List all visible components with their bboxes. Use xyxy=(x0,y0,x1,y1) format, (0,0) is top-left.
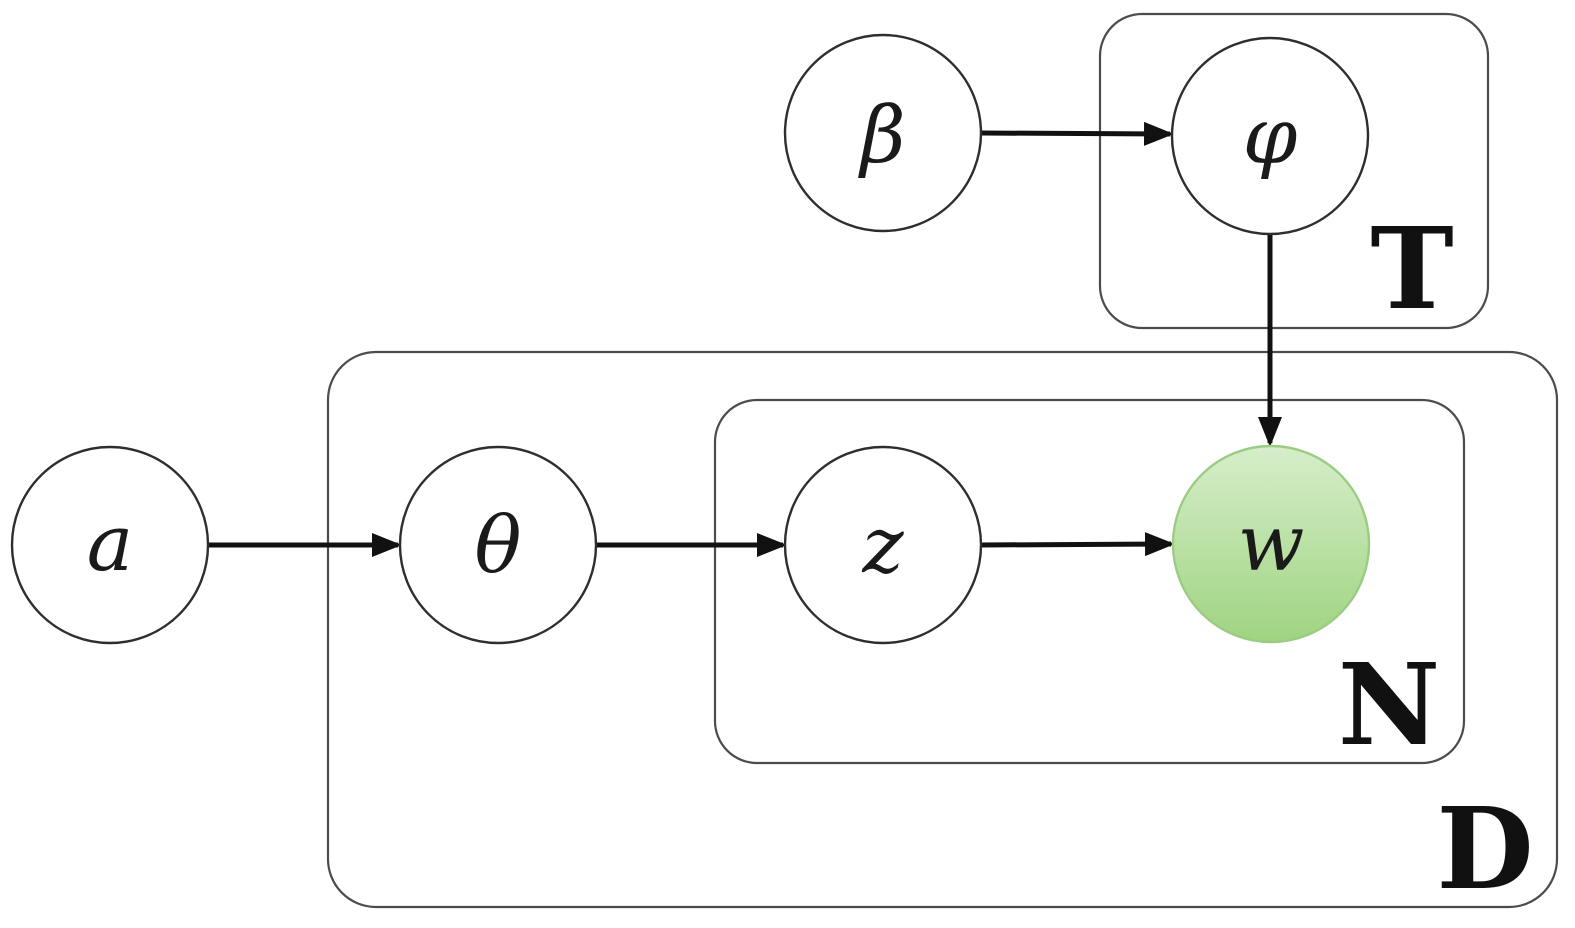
node-phi-label: φ xyxy=(1243,92,1298,182)
plate-N-label: N xyxy=(1338,640,1440,771)
node-a: a xyxy=(10,445,210,645)
node-beta-circle xyxy=(783,33,983,233)
node-theta-circle xyxy=(398,445,598,645)
node-beta-label: β xyxy=(857,91,905,181)
node-z-label: z xyxy=(861,501,904,591)
plate-N xyxy=(713,398,1466,765)
node-w: w xyxy=(1171,444,1371,644)
node-a-label: a xyxy=(87,499,134,589)
node-theta-label: θ xyxy=(475,501,522,591)
node-theta: θ xyxy=(398,445,598,645)
node-phi: φ xyxy=(1170,36,1370,236)
plate-D xyxy=(326,350,1559,909)
plate-D-label: D xyxy=(1436,784,1533,915)
node-a-circle xyxy=(10,445,210,645)
node-z-circle xyxy=(783,445,983,645)
edge-z-w xyxy=(980,532,1175,557)
node-w-label: w xyxy=(1238,499,1305,589)
node-w-circle xyxy=(1171,444,1371,644)
node-phi-circle xyxy=(1170,36,1370,236)
edge-beta-phi xyxy=(980,121,1174,146)
plate-T xyxy=(1098,12,1490,330)
node-z: z xyxy=(783,445,983,645)
node-beta: β xyxy=(783,33,983,233)
plate-T-label: T xyxy=(1370,204,1453,335)
